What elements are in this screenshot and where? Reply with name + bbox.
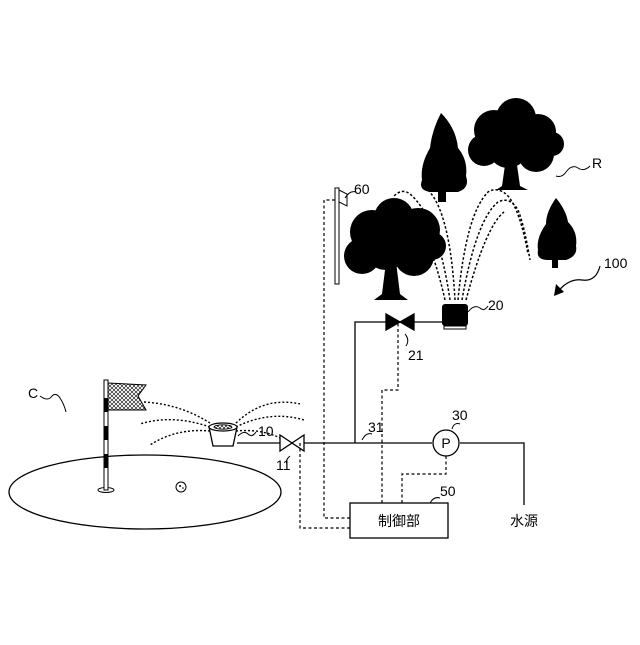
label-sensor: 60 (354, 181, 370, 197)
sensor-icon (335, 188, 347, 284)
leader-10 (238, 432, 256, 436)
pump-symbol: P (441, 435, 450, 451)
callout-leader-r (556, 166, 590, 177)
leader-50 (430, 498, 440, 503)
leader-20 (468, 306, 488, 312)
conifer-tree-icon (538, 198, 577, 268)
label-region-c: C (28, 385, 38, 401)
label-region-r: R (592, 155, 602, 171)
flag-icon (104, 380, 146, 490)
golf-green (9, 455, 281, 529)
system-arrowhead (554, 284, 564, 296)
sprinkler-trees-icon (442, 304, 468, 329)
label-system: 100 (604, 255, 628, 271)
label-sprinkler-trees: 20 (488, 297, 504, 313)
leader-21 (405, 334, 408, 346)
label-valve-trees: 21 (408, 347, 424, 363)
label-controller: 50 (440, 483, 456, 499)
label-valve-green: 11 (276, 457, 291, 473)
callout-leader-c (40, 394, 66, 412)
pump-icon: P (433, 430, 459, 456)
leader-30 (452, 424, 460, 429)
conifer-tree-icon (421, 113, 467, 202)
label-pump: 30 (452, 407, 468, 423)
water-source-label: 水源 (510, 514, 538, 530)
label-pipe: 31 (368, 419, 384, 435)
sprinkler-green-icon (209, 423, 237, 446)
golf-ball-icon (176, 482, 186, 492)
label-sprinkler-green: 10 (258, 423, 274, 439)
spray-arcs-left (140, 402, 210, 445)
valve-trees-icon (386, 314, 414, 330)
water-pipe (237, 322, 524, 505)
round-tree-icon (468, 98, 564, 190)
controller-label: 制御部 (378, 514, 420, 530)
system-arrow (556, 266, 600, 294)
round-tree-icon (344, 198, 446, 300)
